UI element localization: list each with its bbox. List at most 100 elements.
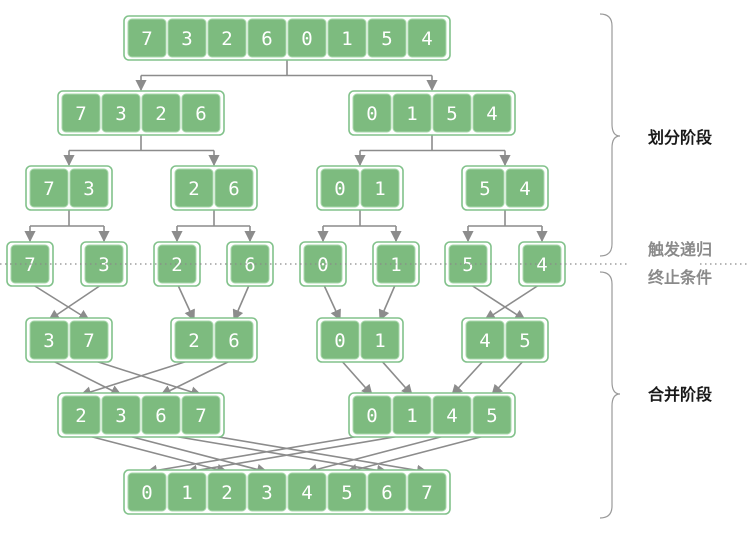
- array-cell: [303, 244, 343, 284]
- merge-arrow: [339, 358, 373, 396]
- merge-arrow: [120, 433, 269, 475]
- array-cell: [327, 472, 367, 512]
- array-cell: [432, 93, 472, 133]
- merge-arrow: [200, 433, 429, 476]
- array-cell-value: 3: [261, 482, 272, 504]
- array-cell-value: 6: [228, 178, 239, 200]
- array-cell-value: 7: [195, 405, 206, 427]
- array-cell-value: 1: [406, 103, 417, 125]
- array-cell-value: 7: [83, 330, 94, 352]
- array-cell: [174, 320, 214, 360]
- array-cell: [61, 395, 101, 435]
- merge-arrow: [379, 358, 413, 396]
- array-cell-value: 2: [75, 405, 86, 427]
- array-cell-value: 7: [24, 254, 35, 276]
- merge-arrow: [176, 282, 195, 322]
- array-cell: [69, 168, 109, 208]
- array-cell-value: 4: [536, 254, 547, 276]
- array-cell: [167, 472, 207, 512]
- array-cell: [181, 93, 221, 133]
- array-cell-value: 6: [261, 28, 272, 50]
- array-cell-value: 5: [486, 405, 497, 427]
- array-cell: [360, 320, 400, 360]
- array-cell: [29, 168, 69, 208]
- array-cell-value: 6: [195, 103, 206, 125]
- array-cell: [214, 320, 254, 360]
- array-cell-value: 5: [381, 28, 392, 50]
- array-cell: [465, 320, 505, 360]
- array-cell: [352, 395, 392, 435]
- array-cell: [392, 395, 432, 435]
- array-cell-value: 6: [155, 405, 166, 427]
- array-cell: [207, 18, 247, 58]
- array-cell: [247, 472, 287, 512]
- array-cell: [407, 472, 447, 512]
- base-case-label-line2: 终止条件: [648, 268, 712, 287]
- merge-arrow: [345, 433, 493, 475]
- array-cell-value: 0: [366, 405, 377, 427]
- array-cell: [320, 320, 360, 360]
- merge-arrow: [80, 433, 229, 475]
- array-cell-value: 2: [188, 330, 199, 352]
- array-cell: [101, 395, 141, 435]
- array-cell-value: 5: [446, 103, 457, 125]
- array-cell-value: 2: [171, 254, 182, 276]
- array-group: 2: [153, 241, 201, 287]
- array-cell-value: 1: [181, 482, 192, 504]
- merge-arrow: [484, 282, 543, 321]
- array-cell: [141, 395, 181, 435]
- merge-arrow: [48, 358, 123, 396]
- array-cell-value: 7: [75, 103, 86, 125]
- array-cell-value: 4: [301, 482, 312, 504]
- array-cell-value: 5: [479, 178, 490, 200]
- array-cell: [352, 93, 392, 133]
- array-cell: [167, 18, 207, 58]
- merge-arrow: [467, 282, 526, 321]
- array-cell: [472, 395, 512, 435]
- base-case-label-line1: 触发递归: [647, 240, 712, 259]
- array-cell-value: 5: [341, 482, 352, 504]
- merge-arrow: [378, 282, 397, 322]
- array-cell-value: 0: [334, 330, 345, 352]
- array-cell: [287, 472, 327, 512]
- array-cell-value: 0: [301, 28, 312, 50]
- array-cell: [207, 472, 247, 512]
- array-cell-value: 3: [43, 330, 54, 352]
- merge-phase-label: 合并阶段: [648, 385, 713, 404]
- merge-arrow: [451, 358, 486, 396]
- array-cell: [432, 395, 472, 435]
- array-cell-value: 6: [244, 254, 255, 276]
- array-cell: [247, 18, 287, 58]
- array-cell-value: 3: [83, 178, 94, 200]
- array-cell: [392, 93, 432, 133]
- array-cell: [287, 18, 327, 58]
- divide-phase-brace: [599, 13, 621, 257]
- array-cell-value: 7: [43, 178, 54, 200]
- array-cell: [174, 168, 214, 208]
- merge-arrow: [48, 282, 105, 321]
- array-cell-value: 5: [519, 330, 530, 352]
- merge-phase-brace: [599, 271, 621, 519]
- merge-arrow: [232, 282, 251, 322]
- array-cell: [367, 18, 407, 58]
- array-cell: [127, 472, 167, 512]
- array-cell-value: 1: [374, 178, 385, 200]
- connector-layer: [24, 60, 548, 476]
- merge-arrow: [491, 358, 526, 396]
- array-cell: [101, 93, 141, 133]
- array-cell-value: 1: [341, 28, 352, 50]
- array-cell-value: 7: [421, 482, 432, 504]
- divide-phase-label: 划分阶段: [648, 128, 713, 147]
- array-cell-value: 0: [141, 482, 152, 504]
- array-cell-value: 6: [228, 330, 239, 352]
